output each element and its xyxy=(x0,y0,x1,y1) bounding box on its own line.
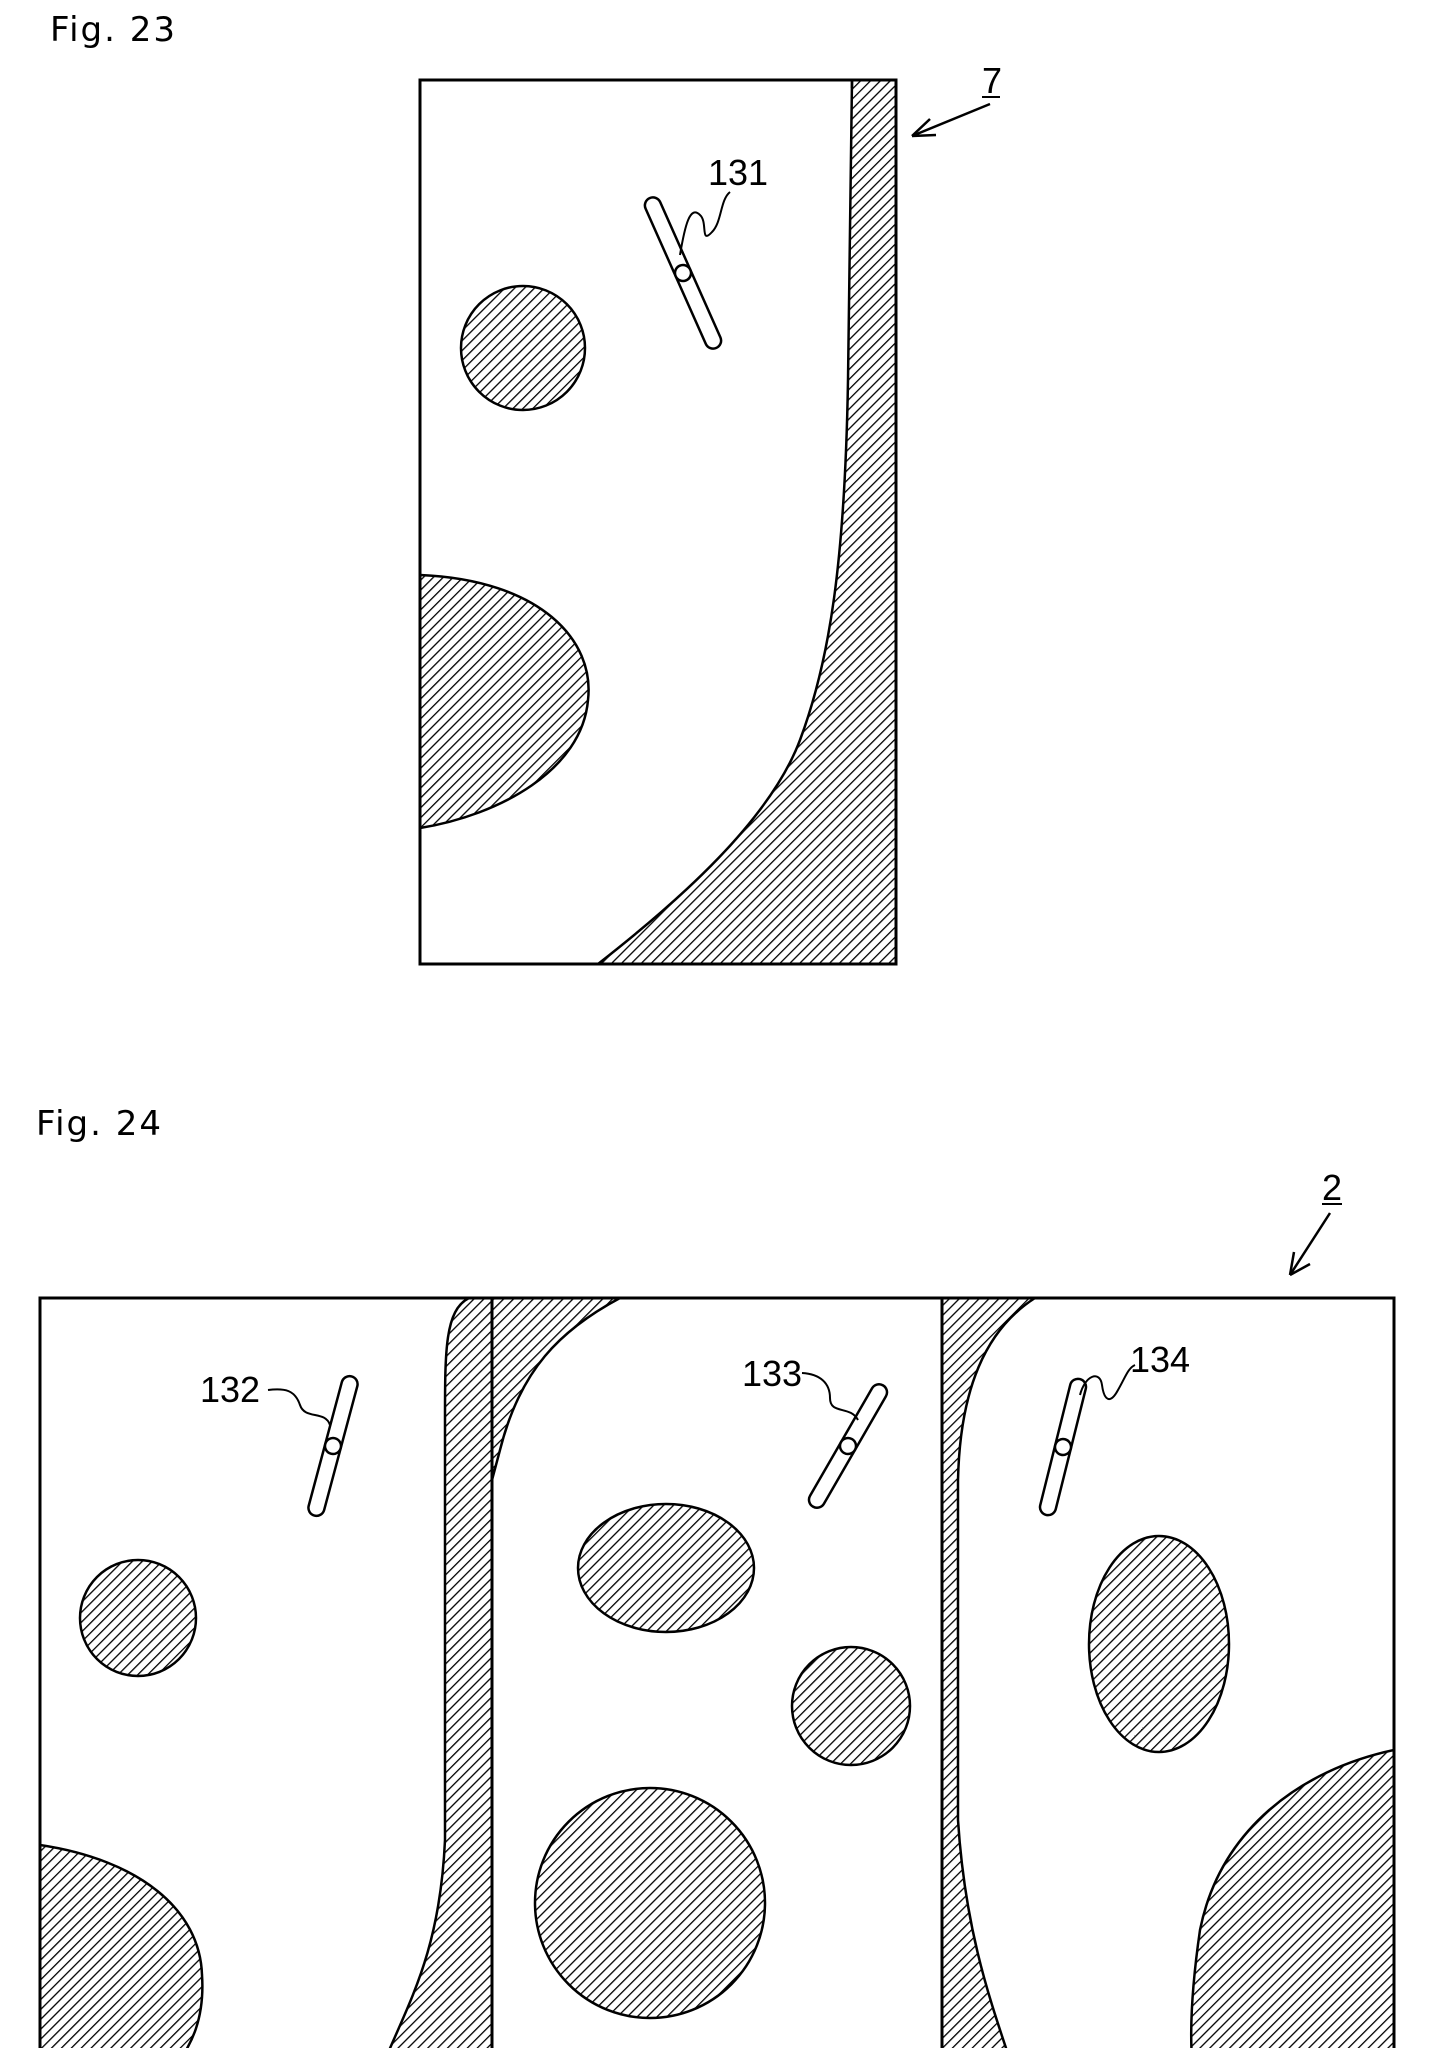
hatched-region-right xyxy=(595,80,896,964)
fig-23-title: Fig. 23 xyxy=(50,10,177,50)
arrow-7-shaft xyxy=(911,102,991,138)
arrow-7-head xyxy=(911,118,937,138)
fig-24-panel-2 xyxy=(492,1298,621,1481)
arrow-2-shaft xyxy=(1288,1212,1332,1276)
leader-line-131 xyxy=(679,191,731,256)
label-2: 2 xyxy=(1322,1167,1342,1208)
fig-24-panel-1 xyxy=(40,1298,492,2048)
fig-24-title: Fig. 24 xyxy=(36,1104,163,1144)
hatched-ellipse xyxy=(576,1502,756,1634)
marker-132 xyxy=(307,1374,359,1518)
hatched-region-left xyxy=(420,573,590,830)
hatched-circle xyxy=(790,1645,912,1767)
leader-line-133 xyxy=(801,1372,859,1421)
marker-133 xyxy=(807,1383,889,1509)
marker-134 xyxy=(1038,1377,1088,1517)
fig-24-panel: 132 133 134 2 xyxy=(38,1167,1396,2048)
fig-23-panel: 131 7 xyxy=(418,60,1002,966)
label-133: 133 xyxy=(742,1353,802,1394)
label-7: 7 xyxy=(982,60,1002,101)
hatched-circle xyxy=(459,284,587,412)
label-131: 131 xyxy=(708,152,768,193)
hatched-circle xyxy=(78,1558,198,1678)
hatched-circle xyxy=(533,1786,767,2020)
arrow-2-head xyxy=(1288,1251,1311,1277)
label-132: 132 xyxy=(200,1369,260,1410)
leader-line-134 xyxy=(1079,1364,1136,1400)
marker-131 xyxy=(643,196,723,350)
fig-24-frame xyxy=(38,1296,1396,2048)
fig-24-panel-3 xyxy=(942,1298,1394,2048)
label-134: 134 xyxy=(1130,1339,1190,1380)
fig-23-frame xyxy=(418,78,898,966)
hatched-ellipse xyxy=(1087,1534,1231,1754)
leader-line-132 xyxy=(267,1388,331,1426)
